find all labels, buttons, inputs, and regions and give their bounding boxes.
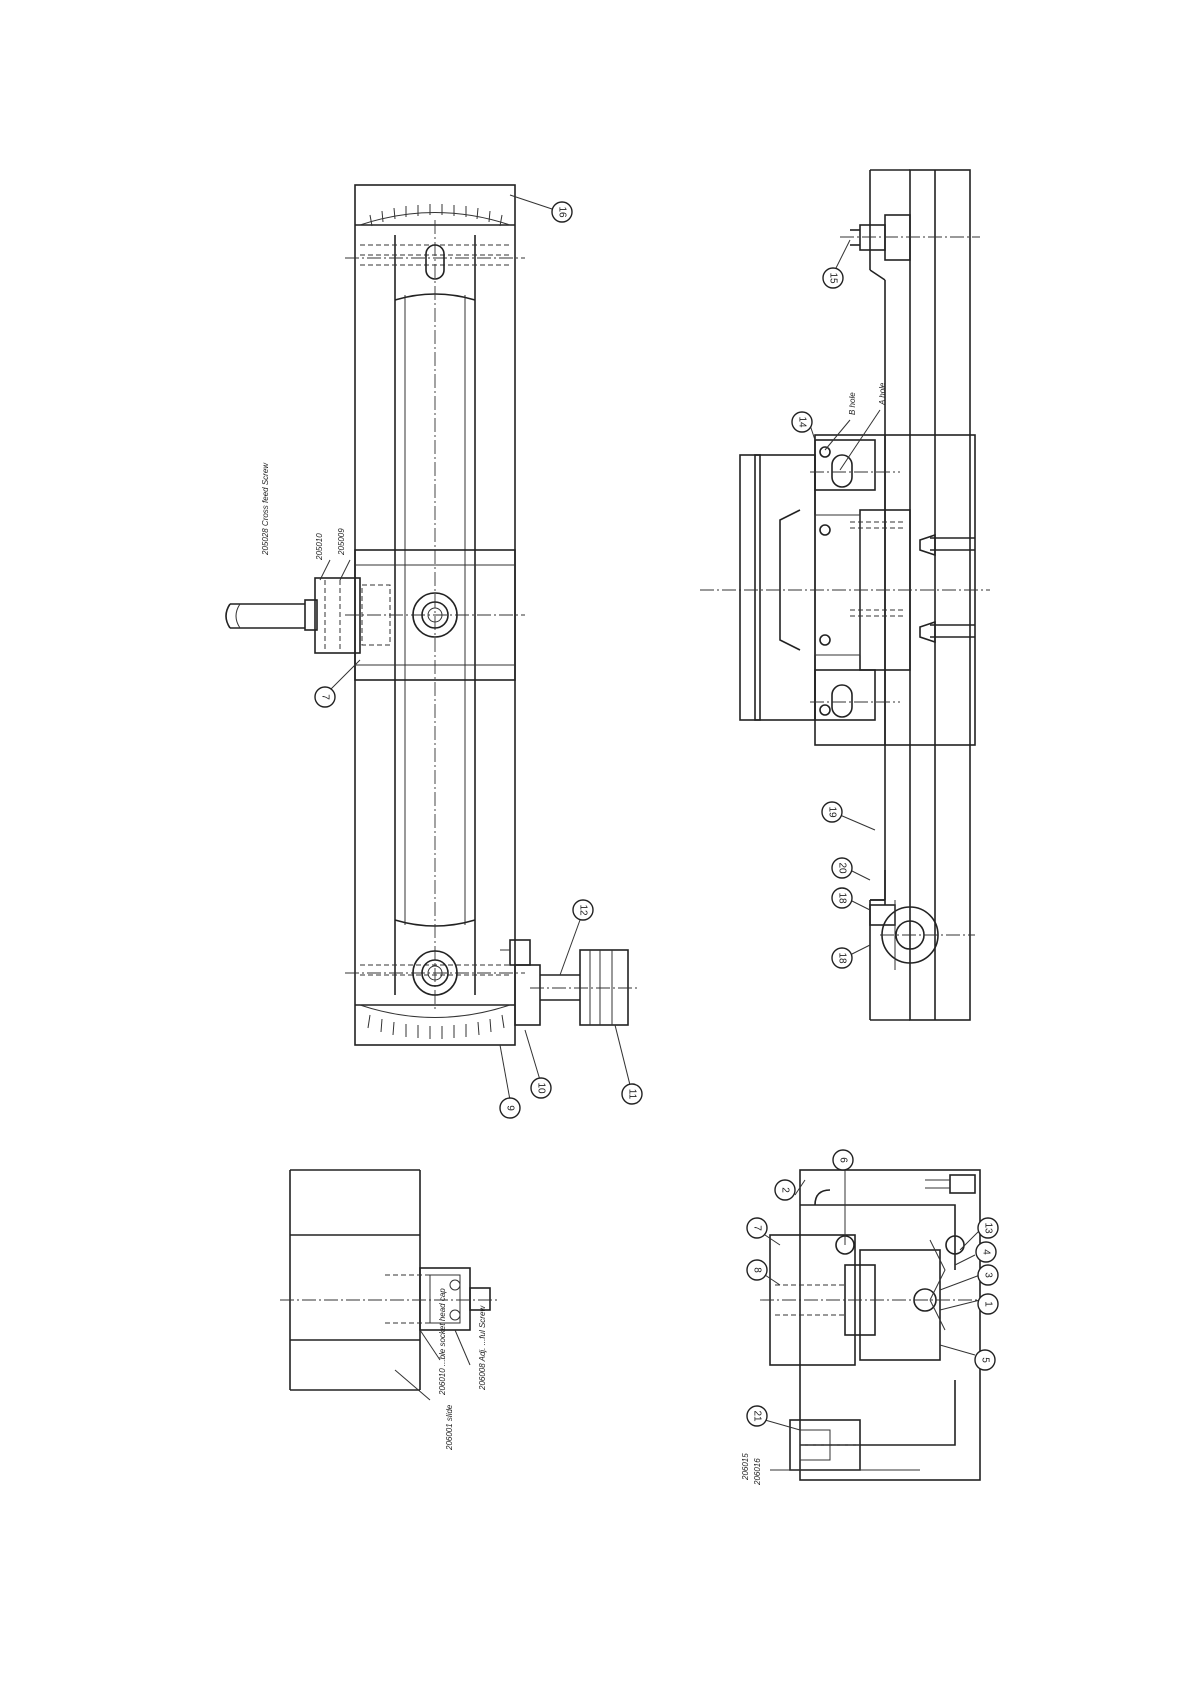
- balloons-top-right: 15 14 19 20 18 18: [792, 268, 852, 968]
- svg-text:16: 16: [557, 206, 568, 218]
- note-206001: 206001 slide: [445, 1404, 454, 1451]
- svg-text:15: 15: [828, 272, 839, 284]
- svg-text:1: 1: [983, 1301, 994, 1307]
- svg-text:6: 6: [838, 1157, 849, 1163]
- svg-text:20: 20: [837, 862, 848, 874]
- balloon-20: 20: [832, 858, 852, 878]
- partial-section-view: [280, 1170, 500, 1400]
- balloon-18a: 18: [832, 888, 852, 908]
- balloon-5: 5: [975, 1350, 995, 1370]
- balloon-19: 19: [822, 802, 842, 822]
- balloon-21: 21: [747, 1406, 767, 1426]
- balloon-12: 12: [573, 900, 593, 920]
- balloon-16: 16: [552, 202, 572, 222]
- note-205010: 205010: [315, 533, 324, 561]
- balloon-10: 10: [531, 1078, 551, 1098]
- svg-text:10: 10: [536, 1082, 547, 1094]
- note-b-hole: B hole: [848, 392, 857, 415]
- note-cross-feed-screw: 205028 Cross feed Screw: [261, 462, 270, 556]
- svg-text:21: 21: [752, 1410, 763, 1422]
- balloon-3: 3: [978, 1265, 998, 1285]
- balloon-14: 14: [792, 412, 812, 432]
- svg-text:5: 5: [980, 1357, 991, 1363]
- balloon-15: 15: [823, 268, 843, 288]
- balloon-7-detail: 7: [747, 1218, 767, 1238]
- svg-text:19: 19: [827, 806, 838, 818]
- note-206010: 206010 ...ble socket head cap: [438, 1288, 447, 1396]
- svg-text:18: 18: [837, 952, 848, 964]
- scale-ticks-top: [370, 204, 502, 226]
- svg-text:11: 11: [627, 1089, 638, 1100]
- note-206016: 206016: [753, 1458, 762, 1486]
- balloons-bottom-right: 6 2 7 8 13 4 3 1 5 21: [747, 1150, 998, 1426]
- balloon-1: 1: [978, 1294, 998, 1314]
- svg-text:8: 8: [752, 1267, 763, 1273]
- note-a-hole: A hole: [878, 382, 887, 406]
- svg-text:7: 7: [752, 1225, 763, 1231]
- scale-ticks-bottom: [368, 1015, 504, 1039]
- balloon-4: 4: [976, 1242, 996, 1262]
- note-206008: 206008 Adj. ...ful Screw: [478, 1305, 487, 1391]
- svg-text:4: 4: [981, 1249, 992, 1255]
- balloons-top-left: 16 7 12 9 10 11: [315, 202, 642, 1118]
- note-206015: 206015: [741, 1453, 750, 1481]
- svg-text:7: 7: [320, 694, 331, 700]
- svg-text:3: 3: [983, 1272, 994, 1278]
- balloon-8: 8: [747, 1260, 767, 1280]
- balloon-18b: 18: [832, 948, 852, 968]
- svg-text:12: 12: [578, 904, 589, 916]
- svg-text:18: 18: [837, 892, 848, 904]
- svg-text:14: 14: [797, 416, 808, 428]
- balloon-6: 6: [833, 1150, 853, 1170]
- slide-assembly-top-view: [226, 185, 640, 1100]
- svg-text:9: 9: [505, 1105, 516, 1111]
- balloon-2: 2: [775, 1180, 795, 1200]
- clamp-detail-view: [760, 1170, 990, 1480]
- note-205009: 205009: [337, 528, 346, 556]
- balloon-13: 13: [978, 1218, 998, 1238]
- balloon-11: 11: [622, 1084, 642, 1104]
- balloon-9: 9: [500, 1098, 520, 1118]
- svg-text:2: 2: [780, 1187, 791, 1193]
- balloon-7: 7: [315, 687, 335, 707]
- svg-text:13: 13: [983, 1222, 994, 1234]
